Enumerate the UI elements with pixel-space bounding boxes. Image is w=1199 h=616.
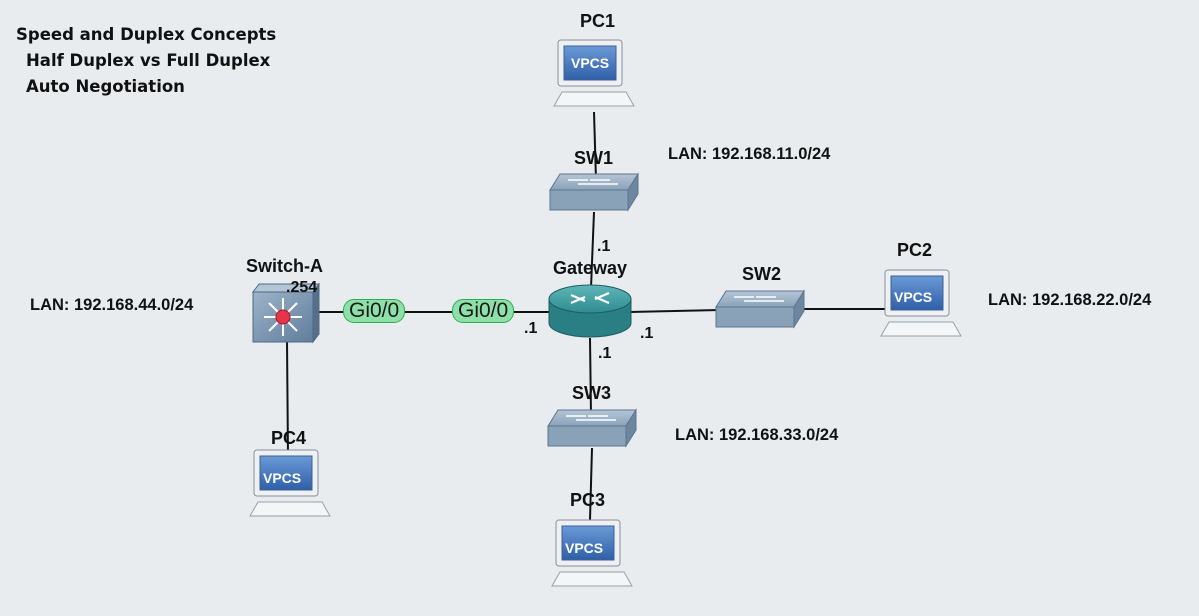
sw2-icon[interactable] [715, 289, 805, 329]
link-gateway-sw3[interactable] [589, 337, 592, 417]
topology-notes: Speed and Duplex Concepts Half Duplex vs… [16, 22, 276, 100]
pc2-badge: VPCS [894, 289, 933, 305]
link-sw1-gateway[interactable] [590, 211, 595, 289]
ip-switch-a: .254 [286, 279, 318, 296]
lan-label-sw2: LAN: 192.168.22.0/24 [988, 291, 1152, 309]
sw3-icon[interactable] [547, 408, 637, 448]
interface-tag-switch-a[interactable]: Gi0/0 [343, 299, 406, 323]
pc3-icon[interactable] [551, 519, 633, 587]
pc3-label: PC3 [570, 490, 606, 510]
pc4-label: PC4 [271, 428, 307, 448]
ip-gateway-right: .1 [640, 325, 654, 342]
link-sw3-pc3[interactable] [589, 447, 593, 521]
ip-gateway-top: .1 [597, 238, 611, 255]
pc1-icon[interactable] [553, 39, 635, 107]
pc4-icon[interactable] [249, 449, 331, 517]
pc1-badge: VPCS [571, 55, 610, 71]
ip-gateway-left: .1 [524, 320, 538, 337]
sw2-label: SW2 [742, 264, 782, 284]
link-switch-a-pc4[interactable] [286, 339, 289, 459]
pc2-label: PC2 [897, 240, 933, 260]
pc2-icon[interactable] [880, 269, 962, 337]
gateway-label: Gateway [553, 258, 628, 278]
link-gateway-sw2[interactable] [629, 309, 721, 313]
notes-line-autoneg: Auto Negotiation [26, 77, 185, 96]
gateway-router-icon[interactable] [548, 284, 632, 338]
sw1-icon[interactable] [549, 172, 639, 212]
pc4-badge: VPCS [263, 470, 302, 486]
sw1-label: SW1 [574, 148, 614, 168]
interface-tag-gateway[interactable]: Gi0/0 [452, 299, 515, 323]
switch-a-icon[interactable] [252, 282, 320, 344]
pc1-label: PC1 [580, 11, 616, 31]
sw3-label: SW3 [572, 383, 612, 403]
notes-line-duplex: Half Duplex vs Full Duplex [26, 51, 271, 70]
lan-label-sw1: LAN: 192.168.11.0/24 [668, 145, 831, 163]
ip-gateway-bottom: .1 [598, 345, 612, 362]
lan-label-switch-a: LAN: 192.168.44.0/24 [30, 296, 194, 314]
notes-title: Speed and Duplex Concepts [16, 25, 277, 44]
switch-a-label: Switch-A [246, 256, 324, 276]
link-pc1-sw1[interactable] [593, 111, 597, 181]
lan-label-sw3: LAN: 192.168.33.0/24 [675, 426, 839, 444]
pc3-badge: VPCS [565, 540, 604, 556]
